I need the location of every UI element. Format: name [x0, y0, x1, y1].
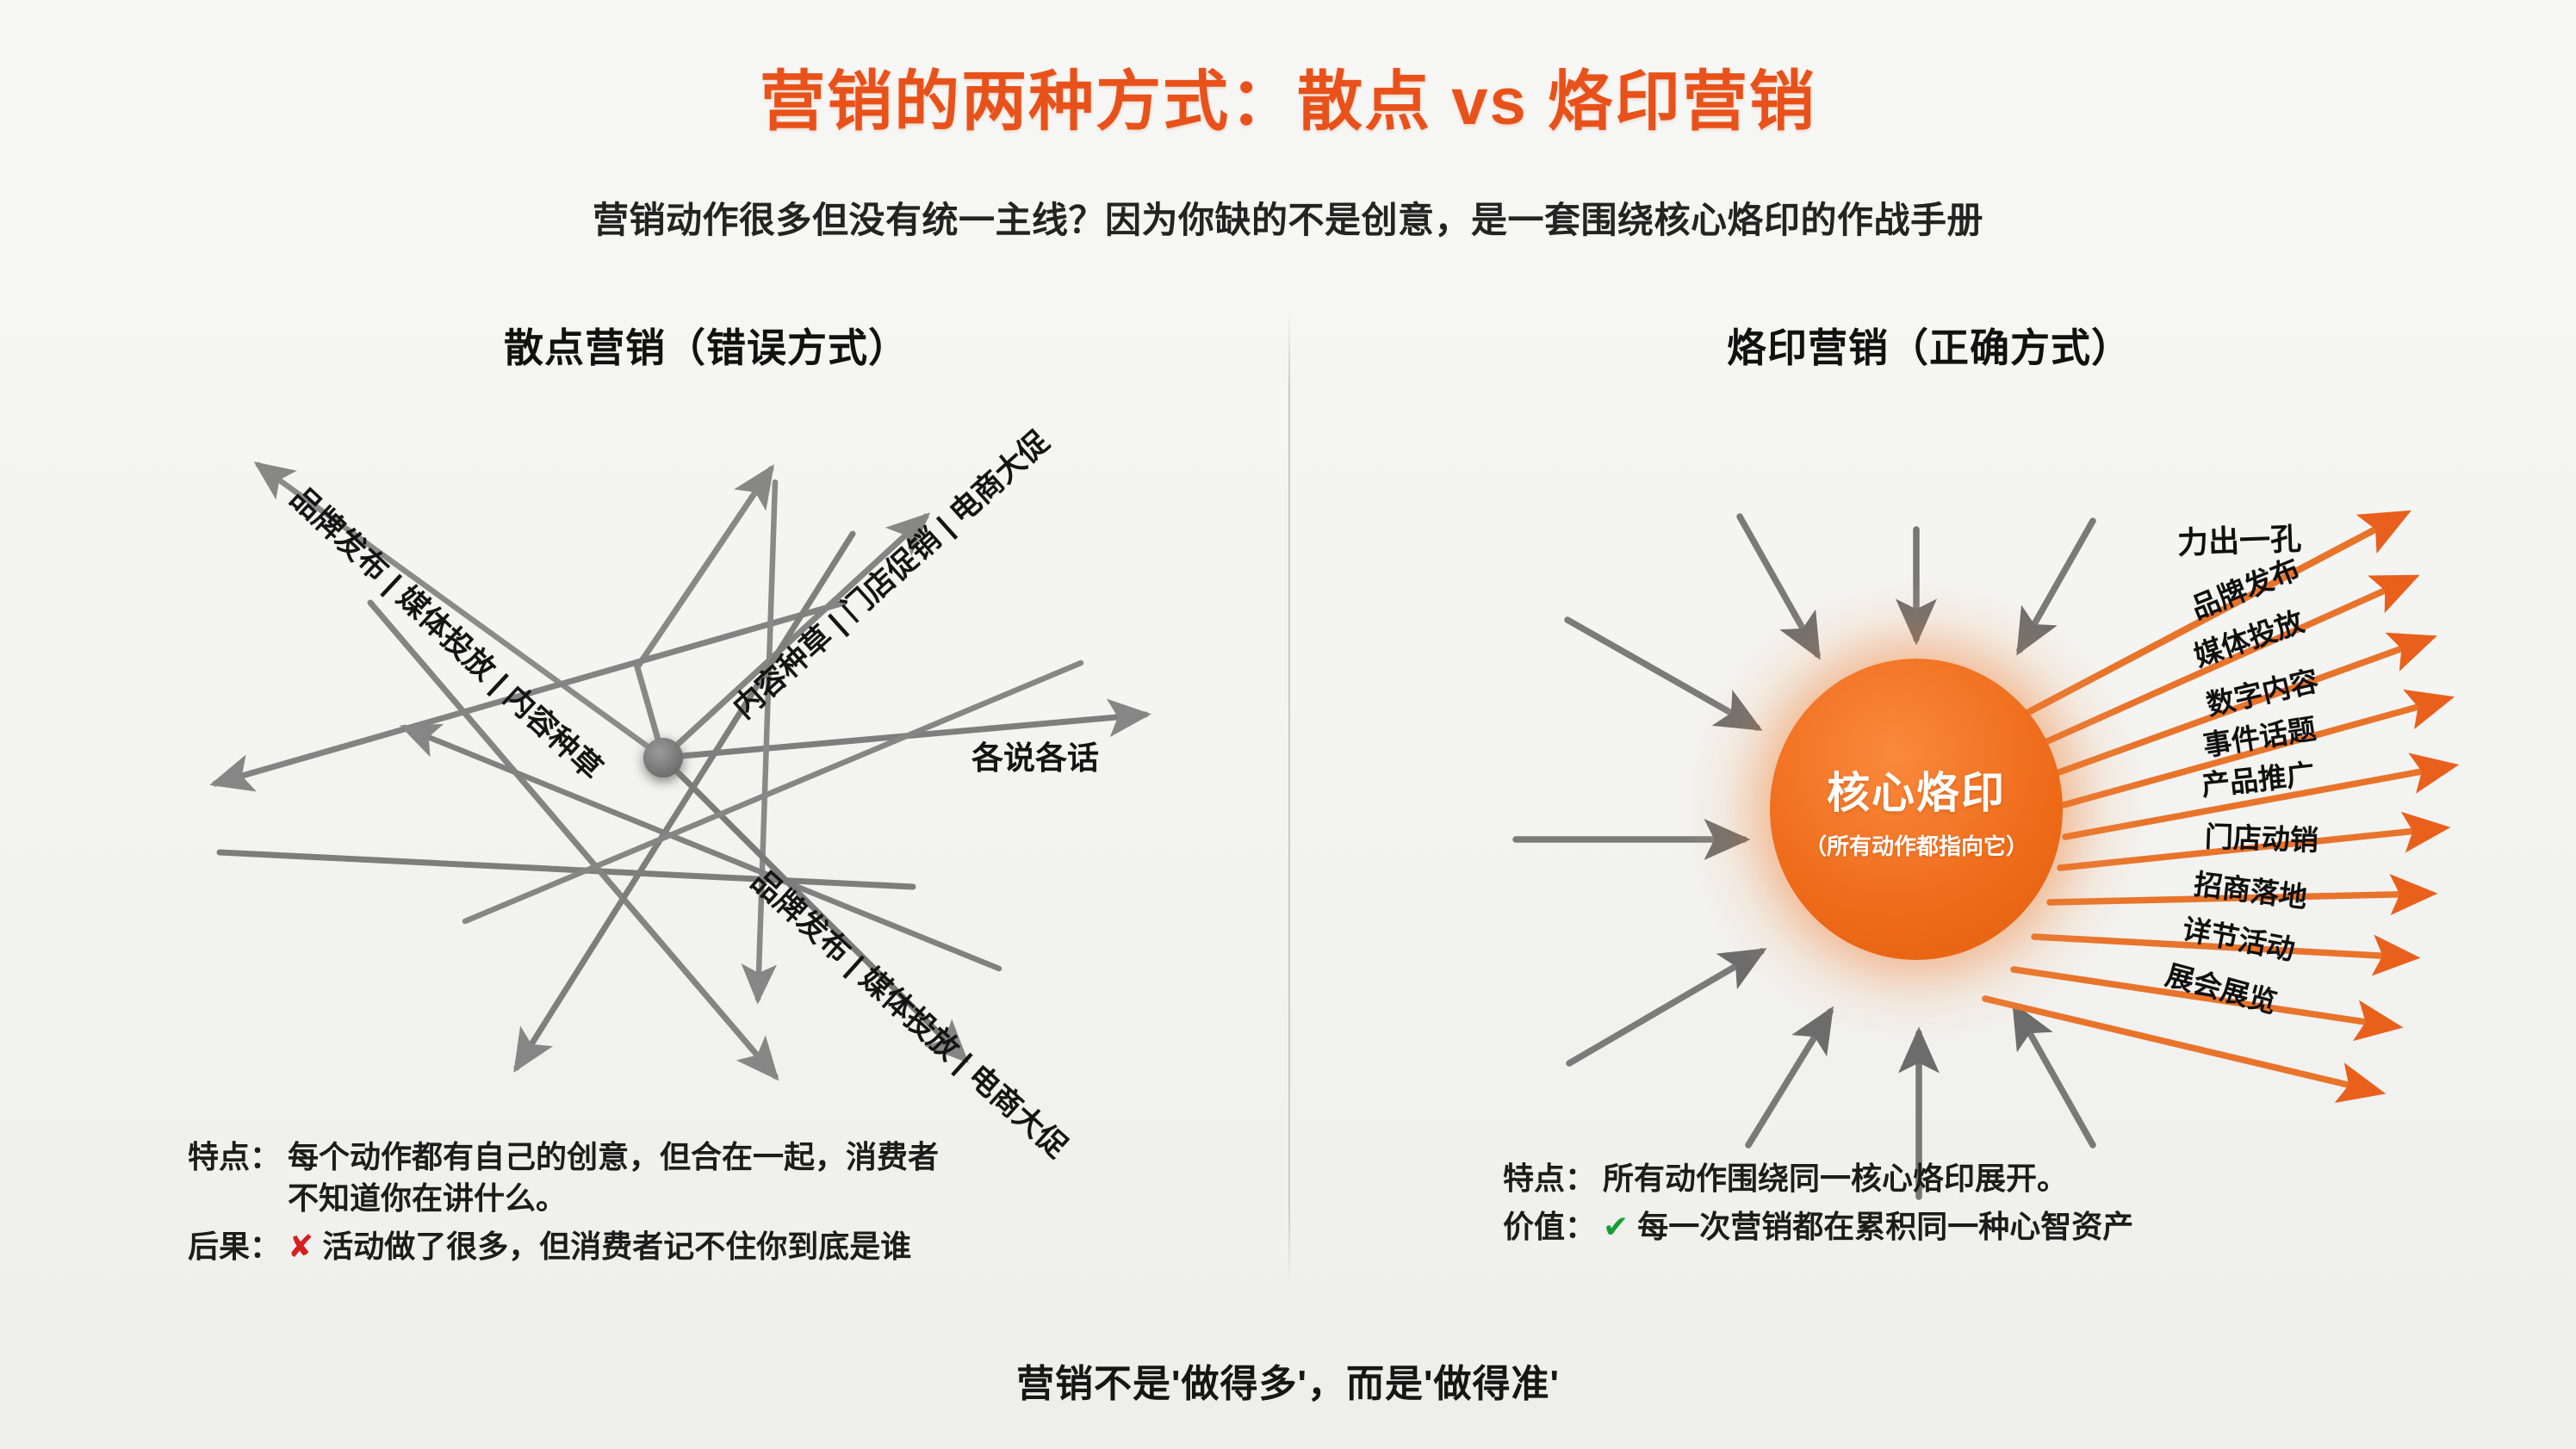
right-feature-key: 特点： [1503, 1161, 1597, 1196]
core-title: 核心烙印 [1827, 768, 2006, 817]
left-result-key: 后果： [188, 1229, 282, 1265]
right-value-text: 每一次营销都在累积同一种心智资产 [1637, 1209, 2134, 1245]
panel-divider [1288, 310, 1290, 1283]
right-panel-heading: 烙印营销（正确方式） [1727, 325, 2132, 370]
right-feature-value: 所有动作围绕同一核心烙印展开。 [1603, 1161, 2069, 1196]
left-feature-value: 每个动作都有自己的创意，但合在一起，消费者 不知道你在讲什么。 [288, 1136, 1187, 1219]
page-title: 营销的两种方式：散点 vs 烙印营销 [760, 65, 1816, 139]
cross-icon: ✘ [288, 1229, 314, 1265]
check-icon: ✔ [1603, 1209, 1629, 1245]
output-label-6: 门店动销 [2204, 820, 2319, 857]
footer-tagline: 营销不是'做得多'，而是'做得准' [1016, 1363, 1560, 1405]
left-feature-key: 特点： [188, 1139, 282, 1174]
left-feature-row: 特点： 每个动作都有自己的创意，但合在一起，消费者 不知道你在讲什么。 [188, 1136, 1187, 1219]
left-result-value: 活动做了很多，但消费者记不住你到底是谁 [322, 1229, 912, 1265]
left-feature-line1: 每个动作都有自己的创意，但合在一起，消费者 [288, 1139, 940, 1174]
scatter-label-right: 各说各话 [971, 740, 1099, 776]
page-subtitle: 营销动作很多但没有统一主线？因为你缺的不是创意，是一套围绕核心烙印的作战手册 [592, 200, 1983, 240]
left-panel-heading: 散点营销（错误方式） [504, 325, 909, 370]
right-notes: 特点： 所有动作围绕同一核心烙印展开。 价值： ✔ 每一次营销都在累积同一种心智… [1503, 1158, 2519, 1254]
right-value-key: 价值： [1503, 1209, 1597, 1245]
left-feature-line2: 不知道你在讲什么。 [288, 1180, 568, 1217]
left-notes: 特点： 每个动作都有自己的创意，但合在一起，消费者 不知道你在讲什么。 后果： … [188, 1136, 1187, 1275]
core-subtitle: （所有动作都指向它） [1803, 833, 2028, 859]
core-brand-node: 核心烙印 （所有动作都指向它） [1770, 659, 2063, 960]
left-result-row: 后果： ✘ 活动做了很多，但消费者记不住你到底是谁 [188, 1226, 1187, 1267]
right-value-row: 价值： ✔ 每一次营销都在累积同一种心智资产 [1503, 1206, 2519, 1248]
right-feature-row: 特点： 所有动作围绕同一核心烙印展开。 [1503, 1158, 2519, 1199]
